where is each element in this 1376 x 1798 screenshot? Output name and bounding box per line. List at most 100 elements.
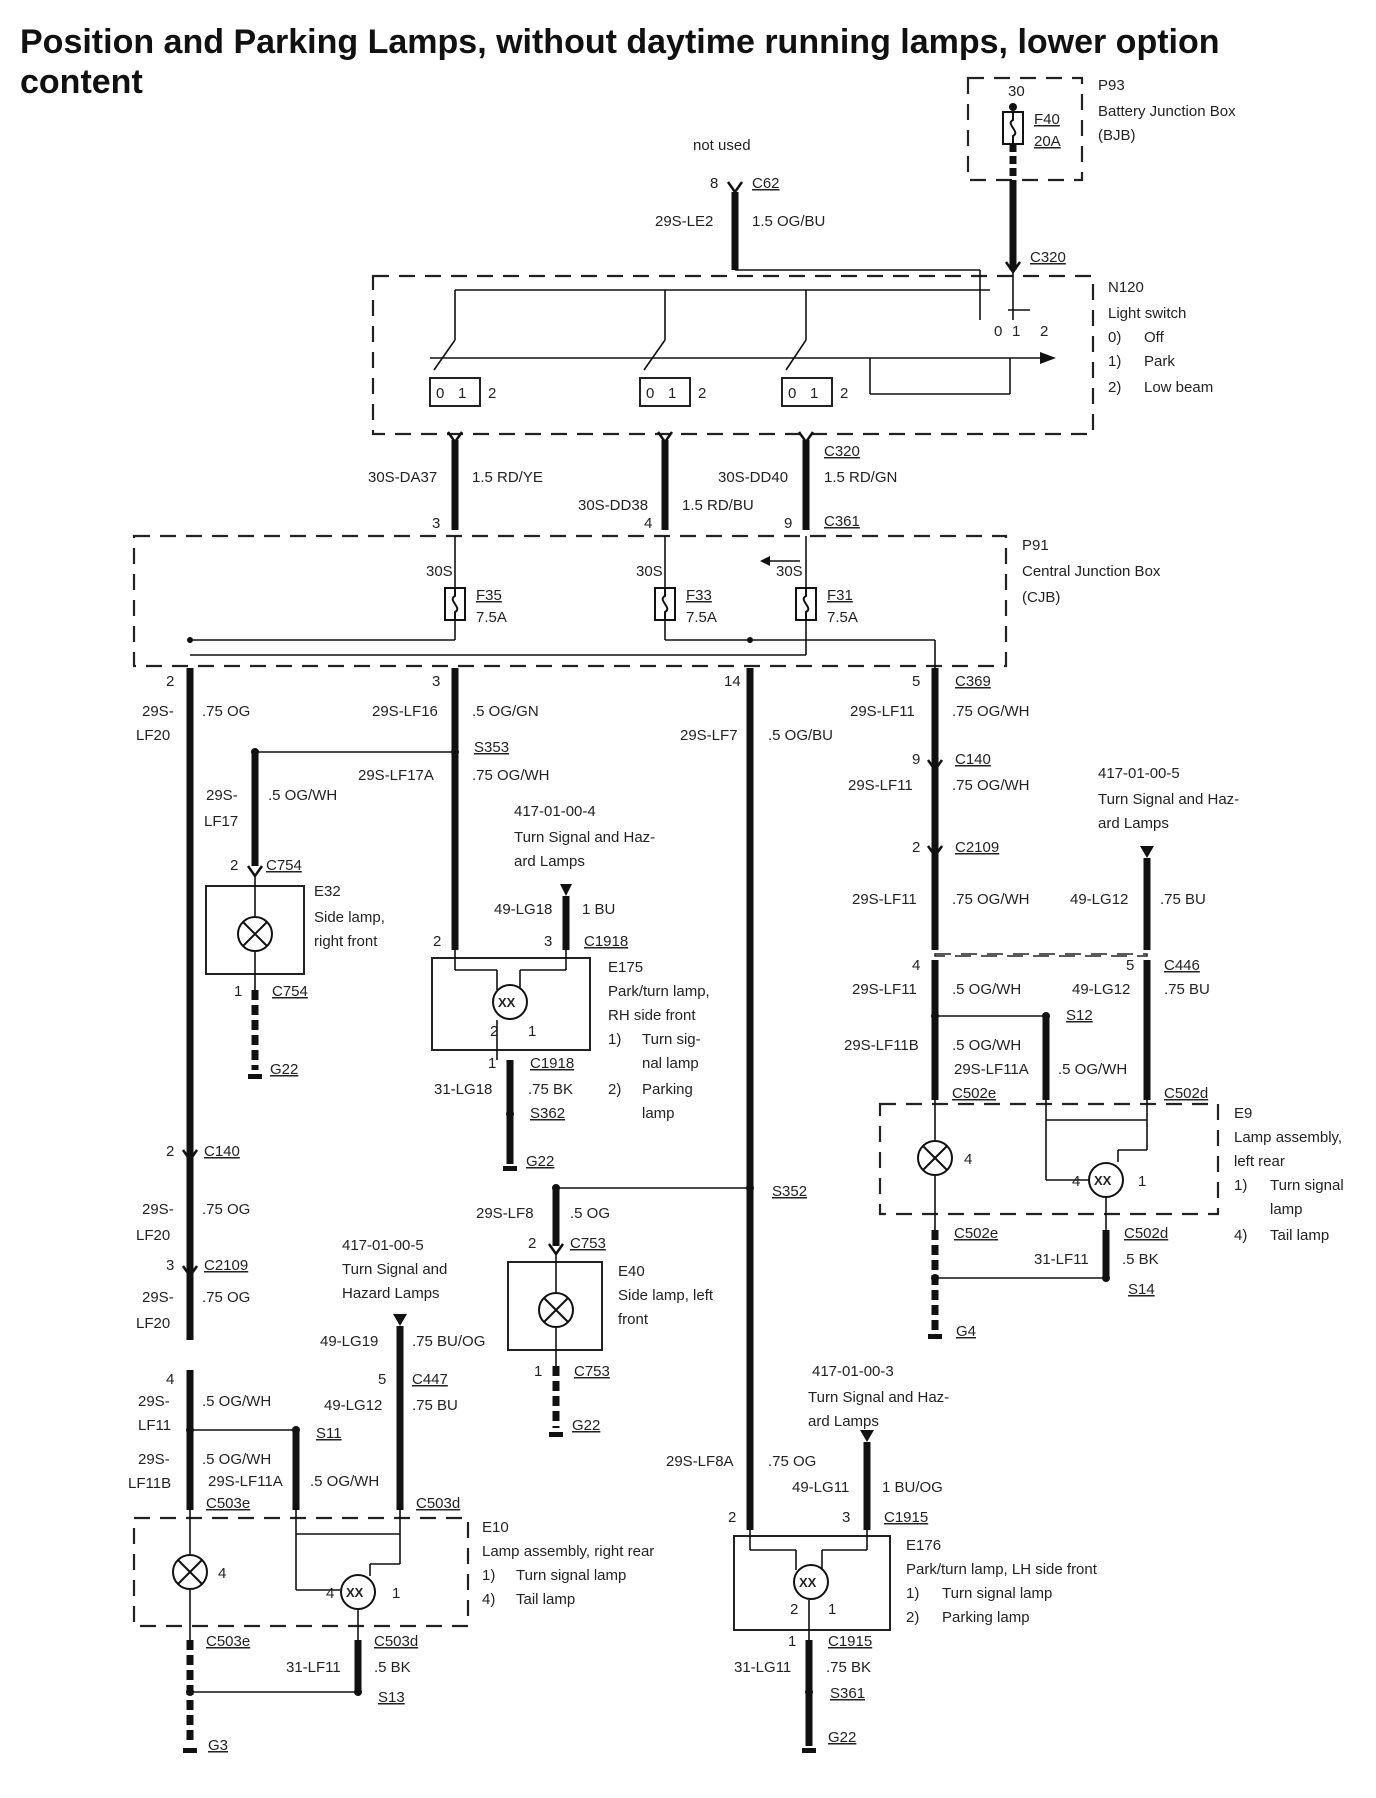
e176-lamp-icon — [793, 1564, 829, 1600]
main-switch-1: 1 — [1012, 323, 1020, 340]
lf8-spec: .5 OG — [570, 1205, 610, 1222]
switch-pos-1-num: 1) — [1108, 353, 1121, 370]
e9-func-4-text: Tail lamp — [1270, 1227, 1329, 1244]
main-switch-0: 0 — [994, 323, 1002, 340]
c2109-right-pin: 2 — [912, 839, 920, 856]
c446-label: C446 — [1164, 957, 1200, 974]
lf11-ground-right: 31-LF11 — [1034, 1251, 1089, 1268]
g22-label-b: G22 — [526, 1153, 554, 1170]
lf17-wire-a: 29S- — [206, 787, 238, 804]
e176-func-1-text: Turn signal lamp — [942, 1585, 1052, 1602]
s353-label: S353 — [474, 739, 509, 756]
lf20-spec-3: .75 OG — [202, 1289, 250, 1306]
dd38-wire: 30S-DD38 — [578, 497, 648, 514]
e175-label: E175 — [608, 959, 643, 976]
lf17a-wire: 29S-LF17A — [358, 767, 434, 784]
e175-func-1-text-a: Turn sig- — [642, 1031, 701, 1048]
switch-pos-0-num: 0) — [1108, 329, 1121, 346]
c1918-top-label: C1918 — [584, 933, 628, 950]
switch-pos-2-num: 2) — [1108, 379, 1121, 396]
f31-amp: 7.5A — [827, 609, 858, 626]
e176-pin-1: 1 — [828, 1601, 836, 1618]
cjb-pin-14: 14 — [724, 673, 741, 690]
switch-group-3: 0 1 2 — [781, 290, 848, 407]
lf7-spec: .5 OG/BU — [768, 727, 833, 744]
lg12-wire: 49-LG12 — [1070, 891, 1128, 908]
c140-right-label: C140 — [955, 751, 991, 768]
lf11-spec-2: .75 OG/WH — [952, 777, 1030, 794]
lf20-spec-2: .75 OG — [202, 1201, 250, 1218]
c447-pin-5: 5 — [378, 1371, 386, 1388]
e176-label: E176 — [906, 1537, 941, 1554]
lf17a-spec: .75 OG/WH — [472, 767, 550, 784]
lg11-ground-wire: 31-LG11 — [734, 1659, 791, 1676]
c1918-bottom-label: C1918 — [530, 1055, 574, 1072]
lf11-spec-3: .75 OG/WH — [952, 891, 1030, 908]
e175-desc-2: RH side front — [608, 1007, 696, 1024]
switch-group-2: 0 1 2 — [639, 290, 706, 407]
e10-func-4-num: 4) — [482, 1591, 495, 1608]
lf16-spec: .5 OG/GN — [472, 703, 539, 720]
c62-pin: 8 — [710, 175, 718, 192]
dd40-wire: 30S-DD40 — [718, 469, 788, 486]
lf11b-left-wire-a: 29S- — [138, 1451, 170, 1468]
n120-label: N120 — [1108, 279, 1144, 296]
lf11-left-spec: .5 OG/WH — [202, 1393, 271, 1410]
lf20-wire-b: LF20 — [136, 727, 170, 744]
f40-fuse-icon — [1002, 111, 1024, 145]
c1918-bottom-pin: 1 — [488, 1055, 496, 1072]
not-used-label: not used — [693, 137, 751, 154]
lg11-ground-spec: .75 BK — [826, 1659, 871, 1676]
c140-left-label: C140 — [204, 1143, 240, 1160]
c1918-pin-3: 3 — [544, 933, 552, 950]
lf11-ground-spec-right: .5 BK — [1122, 1251, 1159, 1268]
g22-ground-icon-a — [248, 1074, 262, 1079]
e40-desc-1: Side lamp, left — [618, 1287, 714, 1304]
c446-pin-5: 5 — [1126, 957, 1134, 974]
ref-417-01-00-5-left: 417-01-00-5 — [342, 1237, 424, 1254]
c503e-bottom-label: C503e — [206, 1633, 250, 1650]
lf11-left-wire-a: 29S- — [138, 1393, 170, 1410]
e175-func-1-num: 1) — [608, 1031, 621, 1048]
g22-label-d: G22 — [828, 1729, 856, 1746]
e10-desc: Lamp assembly, right rear — [482, 1543, 654, 1560]
lf11b-wire-right: 29S-LF11B — [844, 1037, 919, 1054]
s11-label: S11 — [316, 1425, 342, 1442]
s14-label: S14 — [1128, 1281, 1155, 1298]
diagram-title: Position and Parking Lamps, without dayt… — [20, 23, 1220, 101]
lf11a-left-spec: .5 OG/WH — [310, 1473, 379, 1490]
ref1-desc-1: Turn Signal and Haz- — [514, 829, 655, 846]
da37-spec: 1.5 RD/YE — [472, 469, 543, 486]
lf7-wire: 29S-LF7 — [680, 727, 738, 744]
lf11-wire: 29S-LF11 — [850, 703, 915, 720]
f31-feed: 30S — [776, 563, 803, 580]
e175-func-2-text-b: lamp — [642, 1105, 675, 1122]
e10-func-4-text: Tail lamp — [516, 1591, 575, 1608]
e176-desc: Park/turn lamp, LH side front — [906, 1561, 1098, 1578]
c754-bottom-pin: 1 — [234, 983, 242, 1000]
e9-func-1-text-b: lamp — [1270, 1201, 1303, 1218]
e176-func-2-text: Parking lamp — [942, 1609, 1030, 1626]
f33-label: F33 — [686, 587, 712, 604]
switch-group-1: 0 1 2 — [429, 290, 496, 407]
lf8a-spec: .75 OG — [768, 1453, 816, 1470]
lg19-wire: 49-LG19 — [320, 1333, 378, 1350]
sw2-pos1: 1 — [668, 385, 676, 402]
c754-bottom-label: C754 — [272, 983, 308, 1000]
e9-turn-pin-4: 4 — [1072, 1173, 1080, 1190]
c754-top-pin: 2 — [230, 857, 238, 874]
lf11a-spec-right: .5 OG/WH — [1058, 1061, 1127, 1078]
e175-pin-1: 1 — [528, 1023, 536, 1040]
s352-label: S352 — [772, 1183, 807, 1200]
f33-feed: 30S — [636, 563, 663, 580]
c320-top-label: C320 — [1030, 249, 1066, 266]
e10-func-1-num: 1) — [482, 1567, 495, 1584]
e9-func-4-num: 4) — [1234, 1227, 1247, 1244]
c753-top-pin: 2 — [528, 1235, 536, 1252]
cjb-pin-3: 3 — [432, 673, 440, 690]
e9-turn-pin-1: 1 — [1138, 1173, 1146, 1190]
lf8-wire: 29S-LF8 — [476, 1205, 534, 1222]
lg12-spec: .75 BU — [1160, 891, 1206, 908]
c2109-right-label: C2109 — [955, 839, 999, 856]
